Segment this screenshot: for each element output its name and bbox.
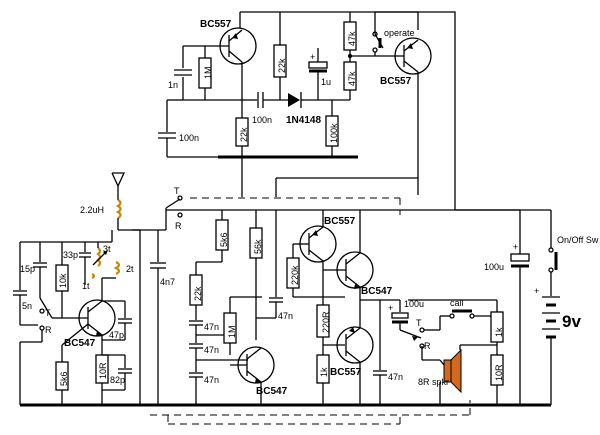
r-22k-top-label: 22k: [277, 58, 287, 73]
r-22k-b-label: 22k: [239, 127, 249, 142]
q-mid-upper-label: BC557: [324, 216, 356, 227]
turns-3t: 3t: [103, 244, 111, 254]
transistor-q-lower: BC547: [230, 346, 288, 405]
coil-2t: [113, 261, 121, 275]
r-5k6-a-label: 5k6: [219, 232, 229, 247]
q2-label: BC557: [380, 76, 412, 87]
battery-label: 9v: [562, 312, 581, 331]
c-47p-label: 47p: [109, 330, 124, 340]
r-10r-a-label: 10R: [494, 364, 504, 381]
transistor-q-mid-right: BC547: [323, 210, 393, 300]
diode-1n4148: [288, 93, 300, 107]
r-10k-label: 10k: [58, 273, 68, 288]
coil-3t: [96, 247, 102, 267]
c-47n-b-label: 47n: [204, 345, 219, 355]
r-56k-label: 56k: [253, 239, 263, 254]
turns-2t: 2t: [126, 264, 134, 274]
c-100u-a-label: 100u: [484, 262, 504, 272]
c-100u-b-label: 100u: [404, 299, 424, 309]
call-switch[interactable]: call: [440, 298, 497, 319]
c-47n-c-label: 47n: [204, 375, 219, 385]
power-switch[interactable]: On/Off Sw: [548, 210, 599, 296]
battery-plus: +: [534, 286, 539, 296]
q-rf-label: BC547: [64, 338, 96, 349]
c-5n-label: 5n: [22, 301, 32, 311]
c-33p-label: 33p: [63, 250, 78, 260]
speaker: 8R spkr: [418, 345, 462, 394]
call-label: call: [450, 298, 464, 308]
operate-label: operate: [384, 28, 415, 38]
transistor-q-mid-lower: BC557: [330, 300, 374, 405]
c-15p-label: 15p: [20, 264, 35, 274]
r-1k-b-label: 1k: [494, 327, 504, 337]
capacitor-100u-b: [391, 312, 409, 319]
r-47k-a-label: 47k: [347, 31, 357, 46]
diode-label: 1N4148: [286, 115, 321, 126]
r-47k-b-label: 47k: [347, 71, 357, 86]
tr-left-t: T: [45, 308, 51, 318]
tr-left-r: R: [45, 325, 52, 335]
transistor-q2: BC557: [380, 37, 432, 195]
amplifier-section: 5k6 56k 22k 47n 47n 47n 1M: [166, 209, 520, 405]
tr-right-t: T: [416, 318, 422, 328]
c-100n-b-label: 100n: [179, 133, 199, 143]
r-1m-top-label: 1M: [203, 66, 213, 79]
power-section: + 100u On/Off Sw + 9v: [455, 209, 599, 405]
capacitor-100u-a: [510, 253, 530, 262]
r-220k-label: 220k: [290, 265, 300, 285]
battery-9v: + 9v: [534, 286, 581, 405]
inductor-2-2uh: [115, 199, 122, 219]
turns-1t: 1t: [82, 281, 90, 291]
tr-top-t: T: [174, 186, 180, 196]
q-mid-lower-label: BC557: [330, 367, 362, 378]
c-1u-plus: +: [310, 52, 315, 62]
q1-label: BC557: [200, 19, 232, 30]
c-4n7-label: 4n7: [160, 277, 175, 287]
r-1m-b-label: 1M: [227, 325, 237, 338]
r-220r-label: 220R: [321, 311, 331, 333]
transistor-q-rf: BC547: [62, 277, 116, 355]
capacitor-1u: [308, 61, 328, 69]
c-47n-a-label: 47n: [204, 322, 219, 332]
c-100u-b-plus: +: [388, 303, 393, 313]
rf-section: 2.2uH 4n7 3t 2t 1t 33p 10k: [13, 172, 175, 405]
r-5k6-b-label: 5k6: [59, 371, 69, 386]
antenna: [111, 172, 126, 200]
transistor-q-mid-upper: BC557: [293, 210, 356, 263]
tr-switch-links: T R: [150, 186, 471, 425]
power-switch-label: On/Off Sw: [557, 235, 599, 245]
c-47n-d-label: 47n: [278, 311, 293, 321]
transistor-q1: BC557: [200, 19, 257, 100]
r-1k-a-label: 1k: [319, 367, 329, 377]
q-mid-right-label: BC547: [361, 286, 393, 297]
speaker-label-value: 8R spkr: [418, 377, 449, 387]
coil-1t: [91, 273, 96, 279]
q-lower-label: BC547: [256, 386, 288, 397]
inductor-label: 2.2uH: [80, 205, 104, 215]
tr-top-r: R: [175, 221, 182, 231]
speaker-section: T R call 1k 10R 8R spkr: [399, 298, 504, 405]
upper-stage: BC557 1n 1M 22k 100n 1N4148 + 1u: [158, 11, 456, 210]
tr-right-r: R: [424, 341, 431, 351]
c-100u-a-plus: +: [513, 242, 518, 252]
r-100k-label: 100k: [329, 123, 339, 143]
c-1u-label: 1u: [321, 77, 331, 87]
c-100n-a-label: 100n: [252, 115, 272, 125]
r-10r-b-label: 10R: [98, 362, 108, 379]
c-82p-label: 82p: [110, 375, 125, 385]
operate-switch[interactable]: operate: [372, 28, 415, 56]
c-47n-e-label: 47n: [388, 372, 403, 382]
r-22k-c-label: 22k: [193, 286, 203, 301]
c-1n-label: 1n: [168, 80, 178, 90]
